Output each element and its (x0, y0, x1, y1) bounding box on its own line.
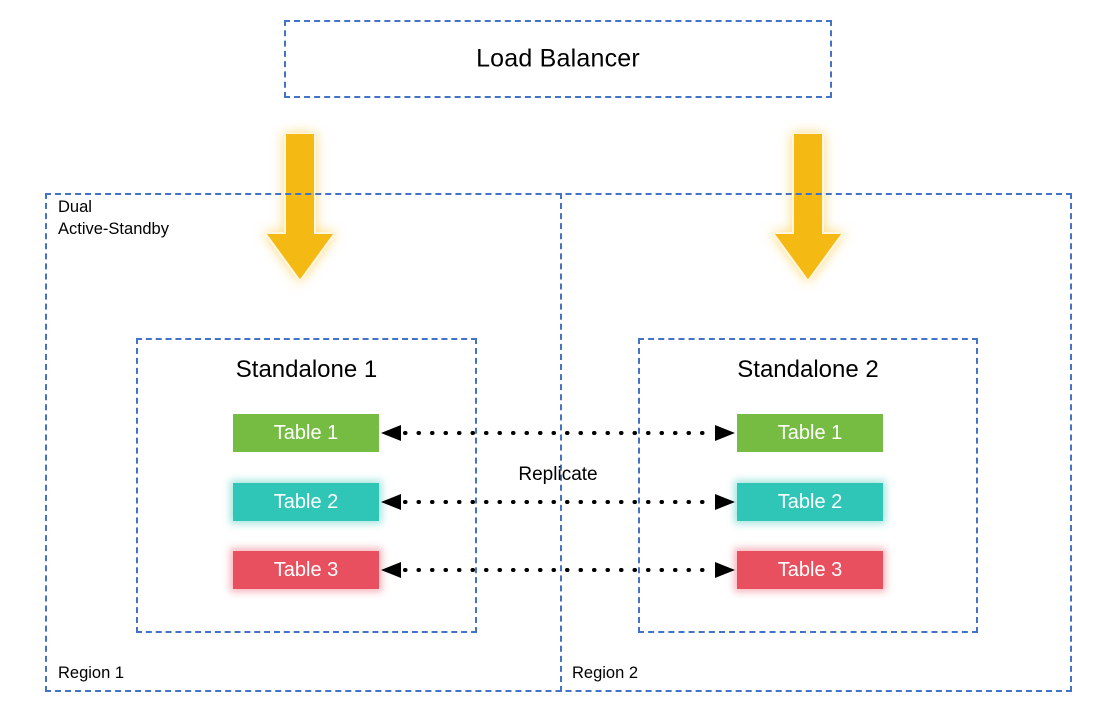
traffic-down-arrow-icon (263, 133, 337, 283)
standalone-2-table-1[interactable]: Table 1 (737, 414, 883, 452)
region-2-label: Region 2 (572, 664, 639, 682)
dual-active-standby-label: Dual Active-Standby (58, 198, 169, 238)
standalone-1-table-3[interactable]: Table 3 (233, 551, 379, 589)
standalone-1-box: Standalone 1 (136, 338, 477, 633)
replicate-label: Replicate (518, 464, 598, 485)
standalone-2-table-3[interactable]: Table 3 (737, 551, 883, 589)
load-balancer-box: Load Balancer (284, 20, 832, 98)
replicate-arrow-icon (381, 494, 735, 510)
standalone-2-title: Standalone 2 (737, 356, 879, 383)
region-divider (560, 193, 562, 692)
replicate-arrow-icon (381, 425, 735, 441)
standalone-1-table-2[interactable]: Table 2 (233, 483, 379, 521)
replicate-arrow-icon (381, 562, 735, 578)
standalone-1-title: Standalone 1 (235, 356, 378, 383)
dual-active-standby-box (45, 193, 1072, 692)
standalone-1-table-1[interactable]: Table 1 (233, 414, 379, 452)
load-balancer-label: Load Balancer (476, 44, 640, 73)
region-1-label: Region 1 (58, 664, 125, 682)
traffic-down-arrow-icon (771, 133, 845, 283)
standalone-2-table-2[interactable]: Table 2 (737, 483, 883, 521)
standalone-2-box: Standalone 2 (638, 338, 978, 633)
